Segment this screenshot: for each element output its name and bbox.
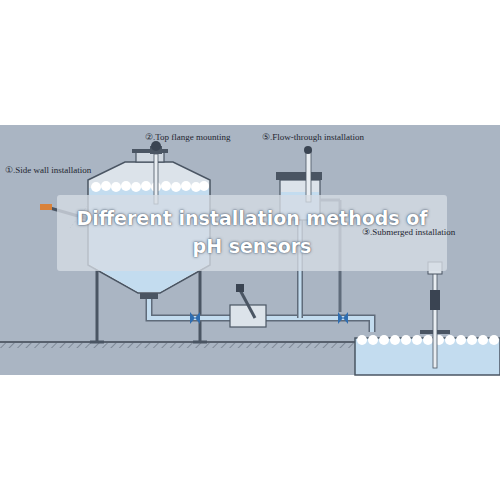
method-label: ⑤.Flow-through installation	[262, 133, 364, 143]
method-label: ②.Top flange mounting	[145, 133, 231, 143]
method-label: ③.Submerged installation	[362, 228, 455, 238]
method-label: ①.Side wall installation	[5, 166, 91, 176]
